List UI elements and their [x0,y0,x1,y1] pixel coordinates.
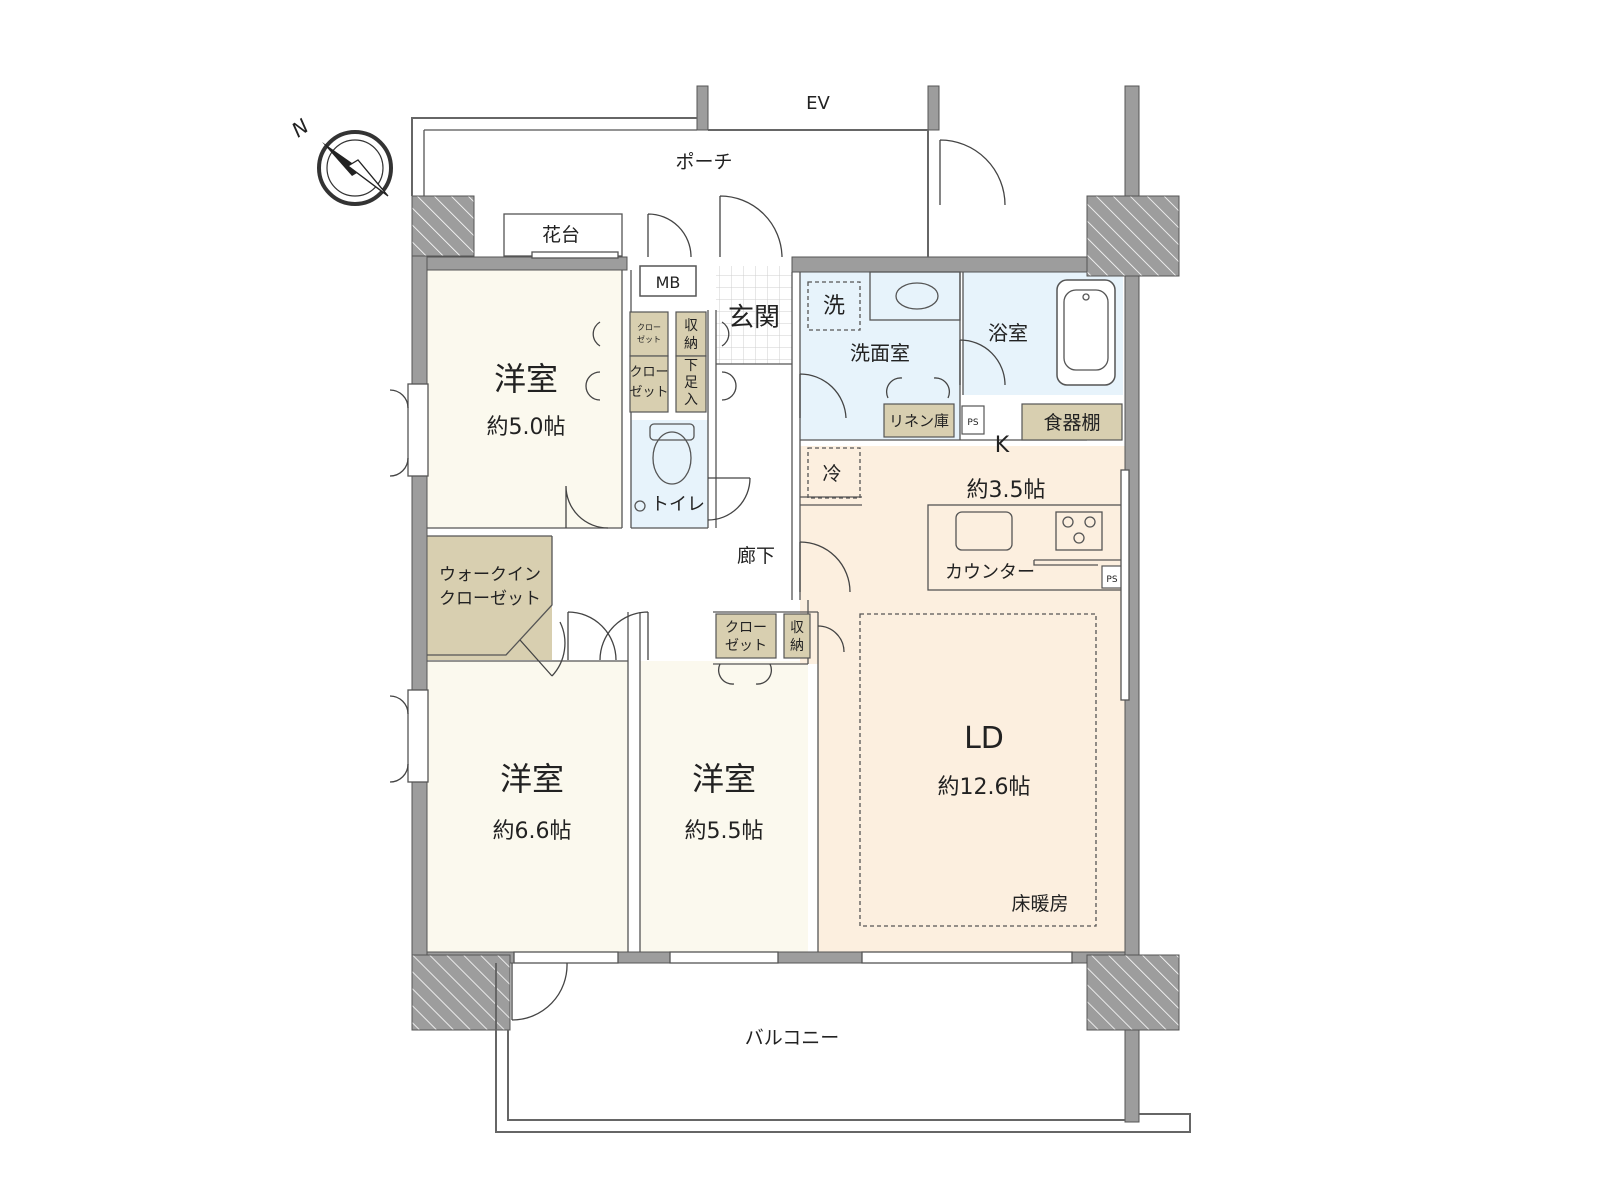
toilet-tank [649,423,695,441]
bathtub-inner [1063,289,1109,371]
closet3-label-1: クロー [725,620,767,636]
flower-bed [503,213,623,257]
hallway-label: 廊下 [737,545,775,567]
kitchen-size-label: 約3.5帖 [967,478,1046,503]
room1-size: 約5.0帖 [487,415,566,440]
ev-wall-right [927,85,940,131]
bathroom-label: 浴室 [988,321,1028,345]
room3-name: 洋室 [692,760,756,798]
counter-label: カウンター [945,562,1035,583]
porch-inner [423,129,697,196]
storage3-label-2: 納 [790,638,804,654]
closet-tall-label-1: クロー [629,365,668,380]
toilet-bowl [652,431,692,485]
dish-cabinet-label: 食器棚 [1043,412,1100,434]
toilet-paper [634,500,646,512]
compass-rose [317,130,393,206]
shoe-label-1: 下 [684,358,698,374]
wall-left [411,195,428,997]
floor-heating-label: 床暖房 [1011,893,1068,915]
windows [407,251,1130,964]
ps-box-1 [961,405,985,435]
bathtub [1056,279,1116,386]
room2-size: 約6.6帖 [493,819,572,844]
sink [955,511,1013,551]
room1-name: 洋室 [494,360,558,398]
ev-wall-left [696,85,709,131]
room3-floor [640,661,808,952]
fridge-label: 冷 [822,463,841,485]
room2-floor [427,661,628,952]
wall-entrance-top [791,256,1126,273]
balcony-outline [495,963,1191,1133]
closet3-label-2: ゼット [725,638,767,654]
ev-label: EV [806,93,830,114]
closet-small [629,311,669,357]
compass-north-label: N [287,114,313,142]
wic-floor [427,536,552,660]
wic-label-1: ウォークイン [439,565,541,585]
burner-1 [1062,516,1074,528]
dish-cabinet [1021,403,1123,441]
closet-room3 [715,613,777,659]
mb-label: MB [656,273,681,292]
storage-small [675,311,707,357]
wash-basin [895,282,939,310]
room1-floor [427,270,622,528]
wic-label-2: クローゼット [439,589,541,609]
flower-bed-label: 花台 [542,224,580,246]
washroom-label: 洗面室 [850,341,910,365]
vanity-counter [869,271,961,321]
burner-2 [1084,516,1096,528]
bathtub-drain [1082,293,1090,301]
toilet-label: トイレ [651,494,705,515]
kitchen-ld-floor [800,446,1125,952]
fridge-space [807,447,861,499]
stove [1055,511,1103,551]
closet-small-label-1: クロー [637,323,661,332]
doors [389,139,1006,1021]
storage-label-2: 納 [684,336,698,352]
closet-small-label-2: ゼット [637,334,661,344]
kitchen-letter-label: K [995,433,1010,458]
floor-heating-zone [859,613,1097,927]
room2-name: 洋室 [500,760,564,798]
linen-label: リネン庫 [889,412,949,430]
closet-tall-label-2: ゼット [629,385,668,400]
linen-closet [883,403,955,438]
ld-size: 約12.6帖 [938,775,1031,800]
wall-room1-top [426,256,628,271]
column-top-right [1086,195,1180,277]
porch-outline [411,117,929,257]
entrance-tiles [716,266,792,364]
shoe-closet [675,355,707,413]
ps-label-2: PS [1106,575,1117,585]
counter-step [1033,559,1122,566]
shoe-label-3: 入 [684,392,698,408]
column-bottom-left [411,954,511,1031]
burner-3 [1073,532,1085,544]
balcony-label: バルコニー [745,1027,840,1049]
closet-tall [629,355,669,413]
storage-room3 [783,613,811,659]
entrance-label: 玄関 [728,303,780,333]
room3-size: 約5.5帖 [685,819,764,844]
washer-space [807,281,861,331]
ps-label-1: PS [967,418,978,428]
column-top-left [411,195,475,257]
storage3-label-1: 収 [790,620,804,636]
mb-box [639,265,697,297]
storage-label-1: 収 [684,318,698,334]
porch-label: ポーチ [675,151,732,173]
ld-name: LD [964,721,1004,756]
wash-mark-label: 洗 [823,294,845,319]
column-bottom-right [1086,954,1180,1031]
shoe-label-2: 足 [684,375,698,391]
